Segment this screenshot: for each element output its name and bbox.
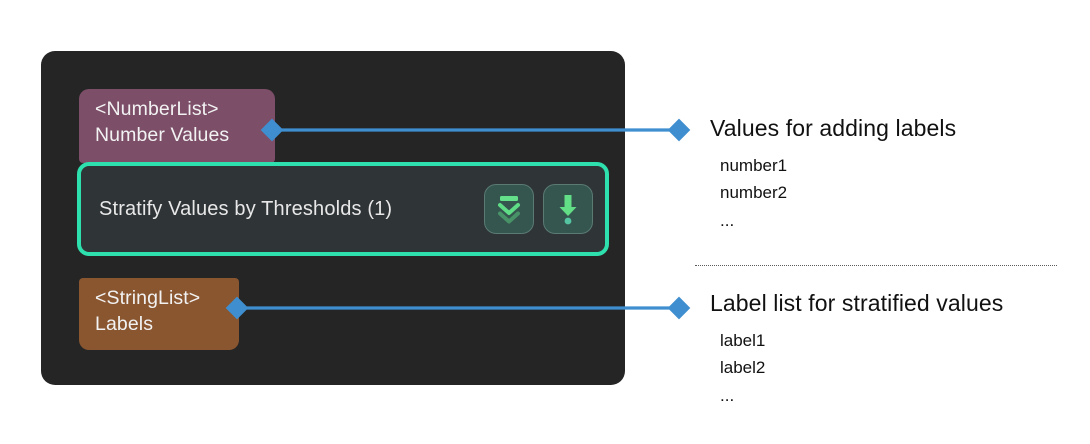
annotation-heading: Values for adding labels [710, 115, 957, 141]
annotation-item: label2 [720, 358, 766, 378]
port-block-labels[interactable]: <StringList> Labels [79, 278, 239, 350]
annotation-item: label1 [720, 330, 766, 350]
annotation-item: ... [720, 210, 735, 230]
connector-diamond-end [667, 118, 691, 142]
annotation-item: ... [720, 385, 735, 405]
port-block-number-values[interactable]: <NumberList> Number Values [79, 89, 275, 163]
drop-down-button[interactable] [543, 184, 593, 234]
annotation-heading: Label list for stratified values [710, 290, 1004, 316]
drop-down-icon [555, 193, 581, 225]
annotation-labels: Label list for stratified values label1 … [710, 290, 1003, 409]
annotation-item-list: number1 number2 ... [710, 152, 956, 235]
annotation-item: number1 [720, 155, 788, 175]
node-editor-panel: <NumberList> Number Values Stratify Valu… [41, 51, 625, 385]
port-title-label: Labels [95, 312, 154, 335]
collapse-all-button[interactable] [484, 184, 534, 234]
annotation-values: Values for adding labels number1 number2… [710, 115, 956, 234]
connector-diamond-end [667, 296, 691, 320]
port-type-label: <StringList> [95, 287, 201, 309]
annotation-divider [695, 265, 1057, 266]
node-title: Stratify Values by Thresholds (1) [99, 197, 393, 220]
port-title-label: Number Values [95, 123, 230, 146]
port-type-label: <NumberList> [95, 98, 219, 120]
node-action-buttons [484, 184, 593, 234]
annotation-item: number2 [720, 183, 788, 203]
node-body[interactable]: Stratify Values by Thresholds (1) [77, 162, 609, 256]
collapse-all-icon [495, 194, 523, 224]
annotation-item-list: label1 label2 ... [710, 327, 1003, 410]
